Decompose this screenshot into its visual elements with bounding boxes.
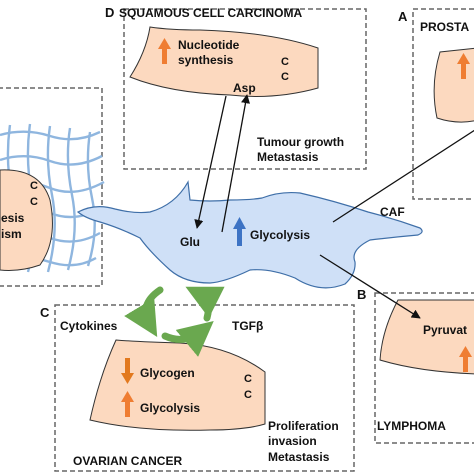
tumor-cell-b <box>379 299 474 375</box>
cytokines-label: Cytokines <box>60 319 118 333</box>
panel-b-title: LYMPHOMA <box>377 419 446 433</box>
panel-a-title: PROSTA <box>420 20 469 34</box>
tumor-cell-left <box>0 169 53 271</box>
cell-c-label-1: C <box>281 56 289 68</box>
up-arrow-icon <box>233 217 246 246</box>
caf-to-prostate-line <box>332 129 474 223</box>
tumour-growth-label: Tumour growth <box>257 135 344 149</box>
panel-b-border <box>374 292 474 444</box>
left-text-2: ism <box>1 227 22 241</box>
up-arrow-icon <box>121 391 134 417</box>
caf-body <box>76 180 423 289</box>
down-arrow-icon <box>121 358 134 384</box>
left-c-label-1: C <box>30 180 38 192</box>
c-label-c2: C <box>244 389 252 401</box>
nucleotide-label: Nucleotide <box>178 38 240 52</box>
panel-b-letter: B <box>357 287 366 302</box>
panel-left-border <box>0 87 103 287</box>
up-arrow-icon <box>457 53 470 79</box>
synthesis-label: synthesis <box>178 53 234 67</box>
up-arrow-icon <box>459 346 472 372</box>
proliferation-label: Proliferation <box>268 419 339 433</box>
green-cycle-arrows-icon <box>124 286 225 357</box>
c-label-c1: C <box>244 373 252 385</box>
metastasis-label-c: Metastasis <box>268 450 330 464</box>
panel-d: D SQUAMOUS CELL CARCINOMA Nucleotide syn… <box>105 5 367 170</box>
panel-d-title: SQUAMOUS CELL CARCINOMA <box>119 6 302 20</box>
metastasis-label-d: Metastasis <box>257 150 319 164</box>
tumor-cell-c <box>89 339 266 431</box>
asp-label: Asp <box>233 81 256 95</box>
glycolysis-caf-label: Glycolysis <box>250 228 310 242</box>
left-text-1: esis <box>1 211 25 225</box>
caf-to-asp-arrow <box>221 94 251 233</box>
pyruvate-label: Pyruvat <box>423 323 467 337</box>
panel-c-letter: C <box>40 305 50 320</box>
asp-to-glu-arrow <box>194 95 227 229</box>
tumor-cell-a <box>433 47 474 123</box>
panel-a-letter: A <box>398 9 408 24</box>
cell-c-label-2: C <box>281 71 289 83</box>
panel-d-letter: D <box>105 5 114 20</box>
panel-a-border <box>412 8 474 200</box>
panel-c-title: OVARIAN CANCER <box>73 454 182 468</box>
tgf-beta-label: TGFβ <box>232 319 263 333</box>
up-arrow-icon <box>158 38 171 64</box>
invasion-label: invasion <box>268 434 317 448</box>
tumor-cell-d <box>129 26 319 97</box>
panel-b: B Pyruvat LYMPHOMA <box>357 287 474 444</box>
connector-arrows <box>194 94 474 319</box>
caf-label: CAF <box>380 205 405 219</box>
glycolysis-c-label: Glycolysis <box>140 401 200 415</box>
glycogen-label: Glycogen <box>140 366 195 380</box>
caf-to-pyruvate-arrow <box>319 254 421 319</box>
left-c-label-2: C <box>30 196 38 208</box>
panel-c: C Cytokines TGFβ Glycogen Glycolysis C C… <box>40 304 355 472</box>
panel-a: A PROSTA <box>398 8 474 200</box>
panel-left: C C esis ism <box>0 87 105 287</box>
panel-d-border <box>123 8 367 170</box>
glu-label: Glu <box>180 235 200 249</box>
caf-cell: CAF Glu Glycolysis <box>76 180 423 289</box>
